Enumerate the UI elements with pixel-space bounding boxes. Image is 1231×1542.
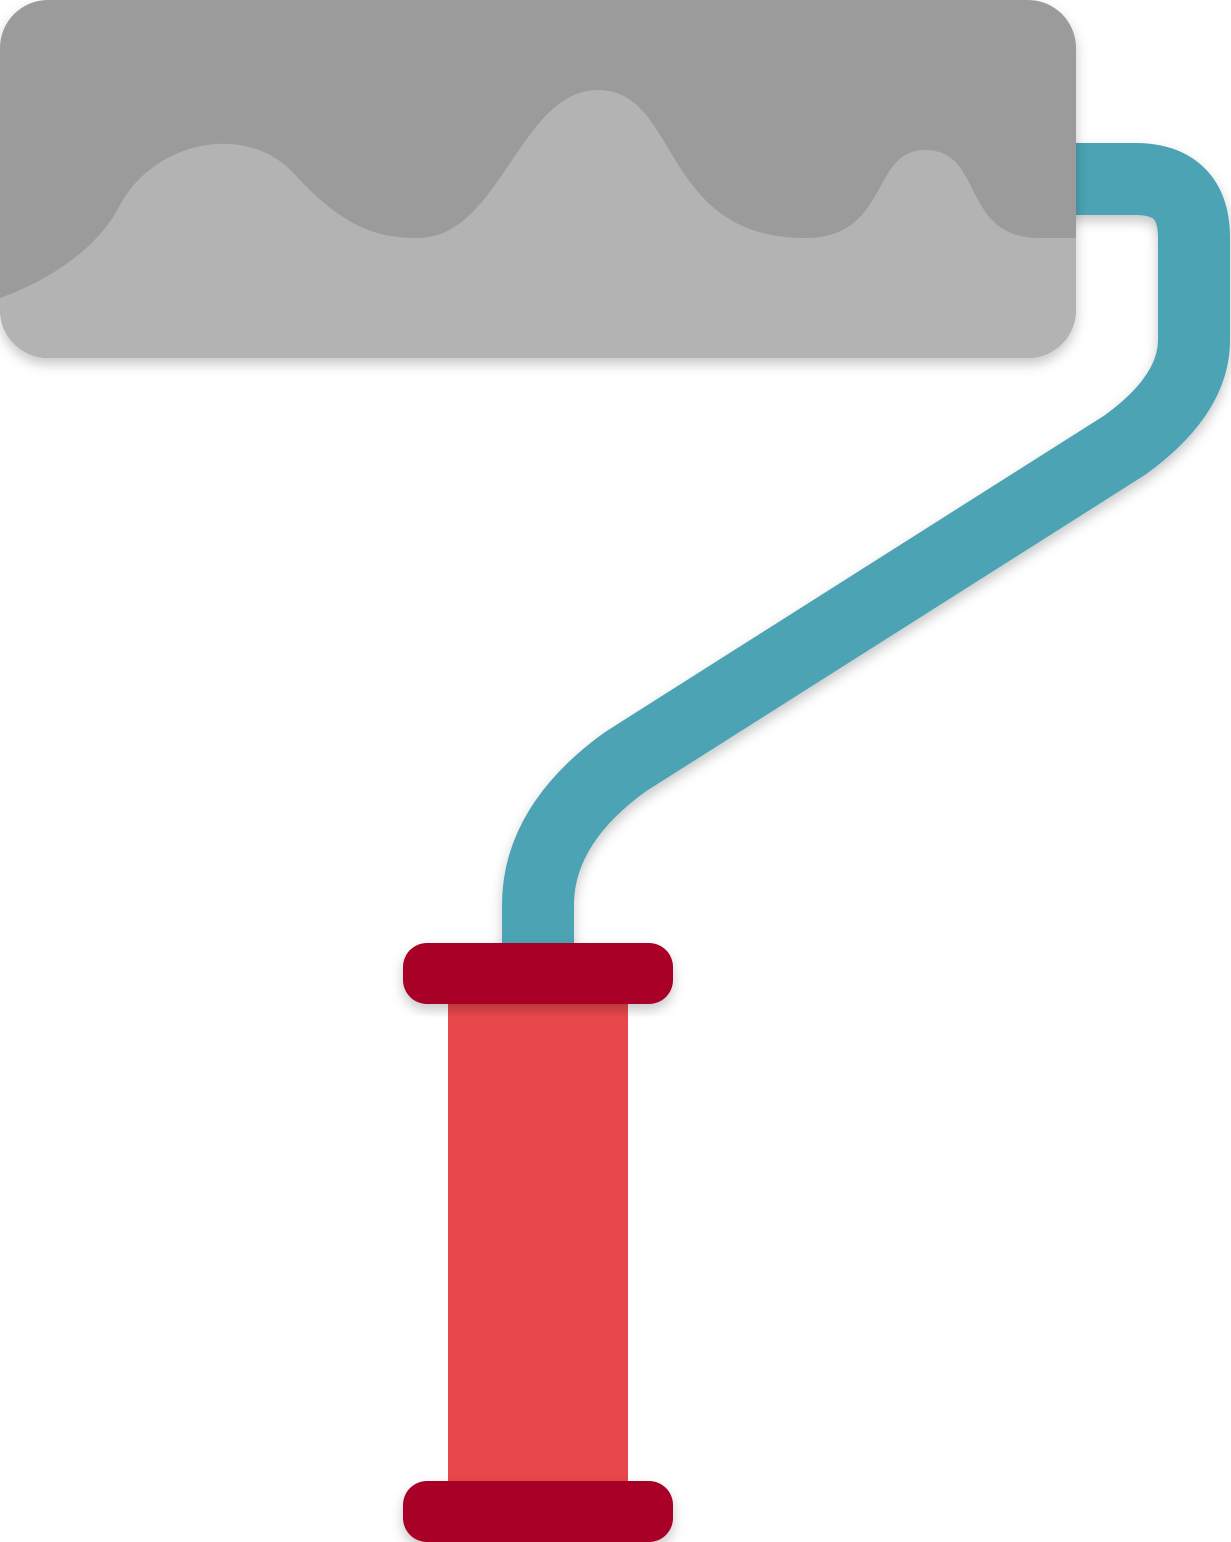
- roller-cover: [0, 0, 1076, 358]
- grip-bottom-cap: [403, 1481, 673, 1542]
- handle-grip: [448, 990, 628, 1495]
- grip-top-cap: [403, 943, 673, 1004]
- roller-frame: [502, 143, 1230, 960]
- paint-wave: [0, 90, 1076, 358]
